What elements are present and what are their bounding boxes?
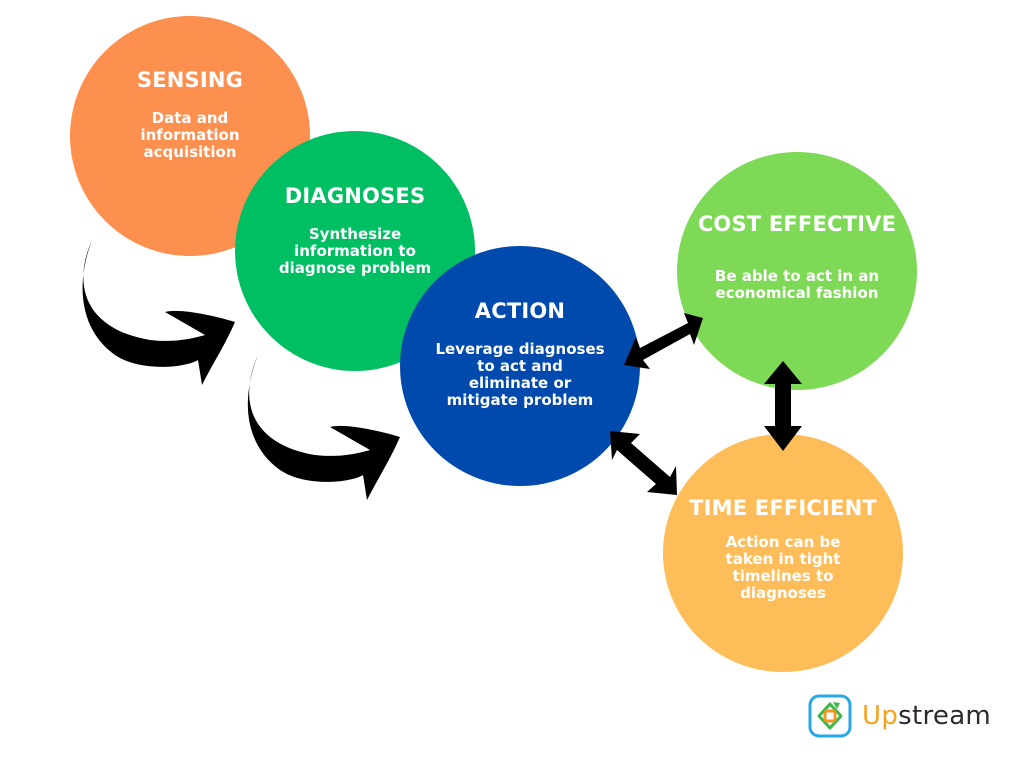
logo-text-suffix: stream [898, 701, 992, 731]
time-efficient-description: Action can be taken in tight timelines t… [663, 534, 903, 602]
desc-line: Leverage diagnoses [435, 340, 605, 358]
upstream-logo-text: Upstream [862, 701, 991, 731]
desc-line: Be able to act in an [714, 267, 880, 285]
time-efficient-title: TIME EFFICIENT [689, 496, 877, 520]
diagnoses-description: Synthesize information to diagnose probl… [235, 226, 475, 277]
sensing-description: Data and information acquisition [70, 110, 310, 161]
action-circle: ACTION Leverage diagnoses to act and eli… [400, 246, 640, 486]
desc-line: mitigate problem [446, 391, 594, 409]
desc-line: taken in tight [725, 550, 841, 568]
curved-arrow-diagnoses-to-action [247, 355, 400, 500]
desc-line: diagnose problem [278, 259, 432, 277]
diagnoses-title: DIAGNOSES [284, 184, 426, 208]
cost-effective-circle: COST EFFECTIVE Be able to act in an econ… [677, 152, 917, 390]
desc-line: diagnoses [740, 584, 826, 602]
cost-effective-title: COST EFFECTIVE [697, 212, 897, 236]
action-description: Leverage diagnoses to act and eliminate … [400, 341, 640, 409]
double-arrow-action-time [610, 431, 677, 495]
desc-line: economical fashion [715, 284, 879, 302]
desc-line: Data and [151, 109, 229, 127]
desc-line: information [140, 126, 240, 144]
desc-line: acquisition [143, 143, 237, 161]
desc-line: information to [294, 242, 416, 260]
curved-arrow-sensing-to-diagnoses [82, 240, 235, 385]
action-title: ACTION [474, 299, 566, 323]
cost-effective-description: Be able to act in an economical fashion [677, 268, 917, 302]
upstream-logo: Upstream [808, 694, 991, 738]
desc-line: to act and [477, 357, 563, 375]
desc-line: timelines to [732, 567, 834, 585]
time-efficient-circle: TIME EFFICIENT Action can be taken in ti… [663, 434, 903, 672]
sensing-circle: SENSING Data and information acquisition [70, 16, 310, 256]
desc-line: Synthesize [308, 225, 402, 243]
sensing-title: SENSING [136, 68, 244, 92]
upstream-logo-icon [808, 694, 852, 738]
desc-line: Action can be [725, 533, 841, 551]
desc-line: eliminate or [468, 374, 572, 392]
logo-text-prefix: Up [862, 701, 899, 731]
